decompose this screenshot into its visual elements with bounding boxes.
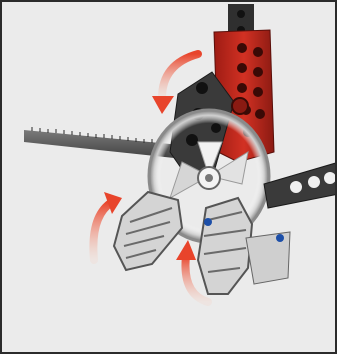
right-claw: [198, 198, 290, 294]
right-liftarm: [264, 162, 337, 208]
left-claw: [114, 192, 182, 270]
